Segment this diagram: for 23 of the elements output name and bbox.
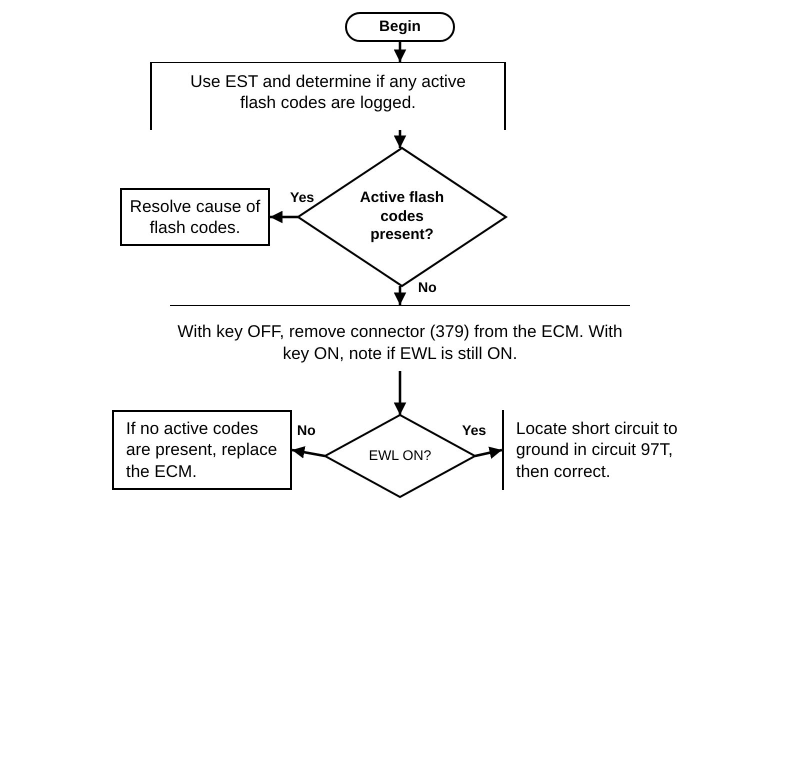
node-text: Use EST and determine if any active flash codes are logged.: [189, 71, 467, 114]
edge-label: No: [418, 280, 437, 294]
node-text: Resolve cause of flash codes.: [128, 196, 262, 238]
arrow: [394, 371, 406, 415]
node-text: If no active codes are present, replace the ECM.: [126, 418, 278, 482]
arrow: [394, 42, 406, 62]
edge-label: Yes: [290, 190, 314, 204]
node-text: EWL ON?: [368, 447, 432, 465]
node-text: Begin: [379, 18, 421, 36]
node-text: Active flash codes present?: [358, 188, 446, 246]
edge-label: No: [297, 423, 316, 437]
node-text: With key OFF, remove connector (379) from the ECM. With key ON, note if EWL is still ON.: [176, 321, 624, 364]
process-box: [120, 188, 270, 246]
process-box: [150, 62, 506, 130]
edge-label: Yes: [462, 423, 486, 437]
arrow: [292, 446, 326, 458]
process-box: [112, 410, 292, 490]
start-terminal: [345, 12, 455, 42]
arrow: [474, 446, 502, 459]
arrow: [394, 130, 406, 148]
node-text: Locate short circuit to ground in circuit 97T, then correct.: [516, 418, 679, 482]
arrow: [394, 286, 406, 305]
arrow: [270, 210, 298, 224]
